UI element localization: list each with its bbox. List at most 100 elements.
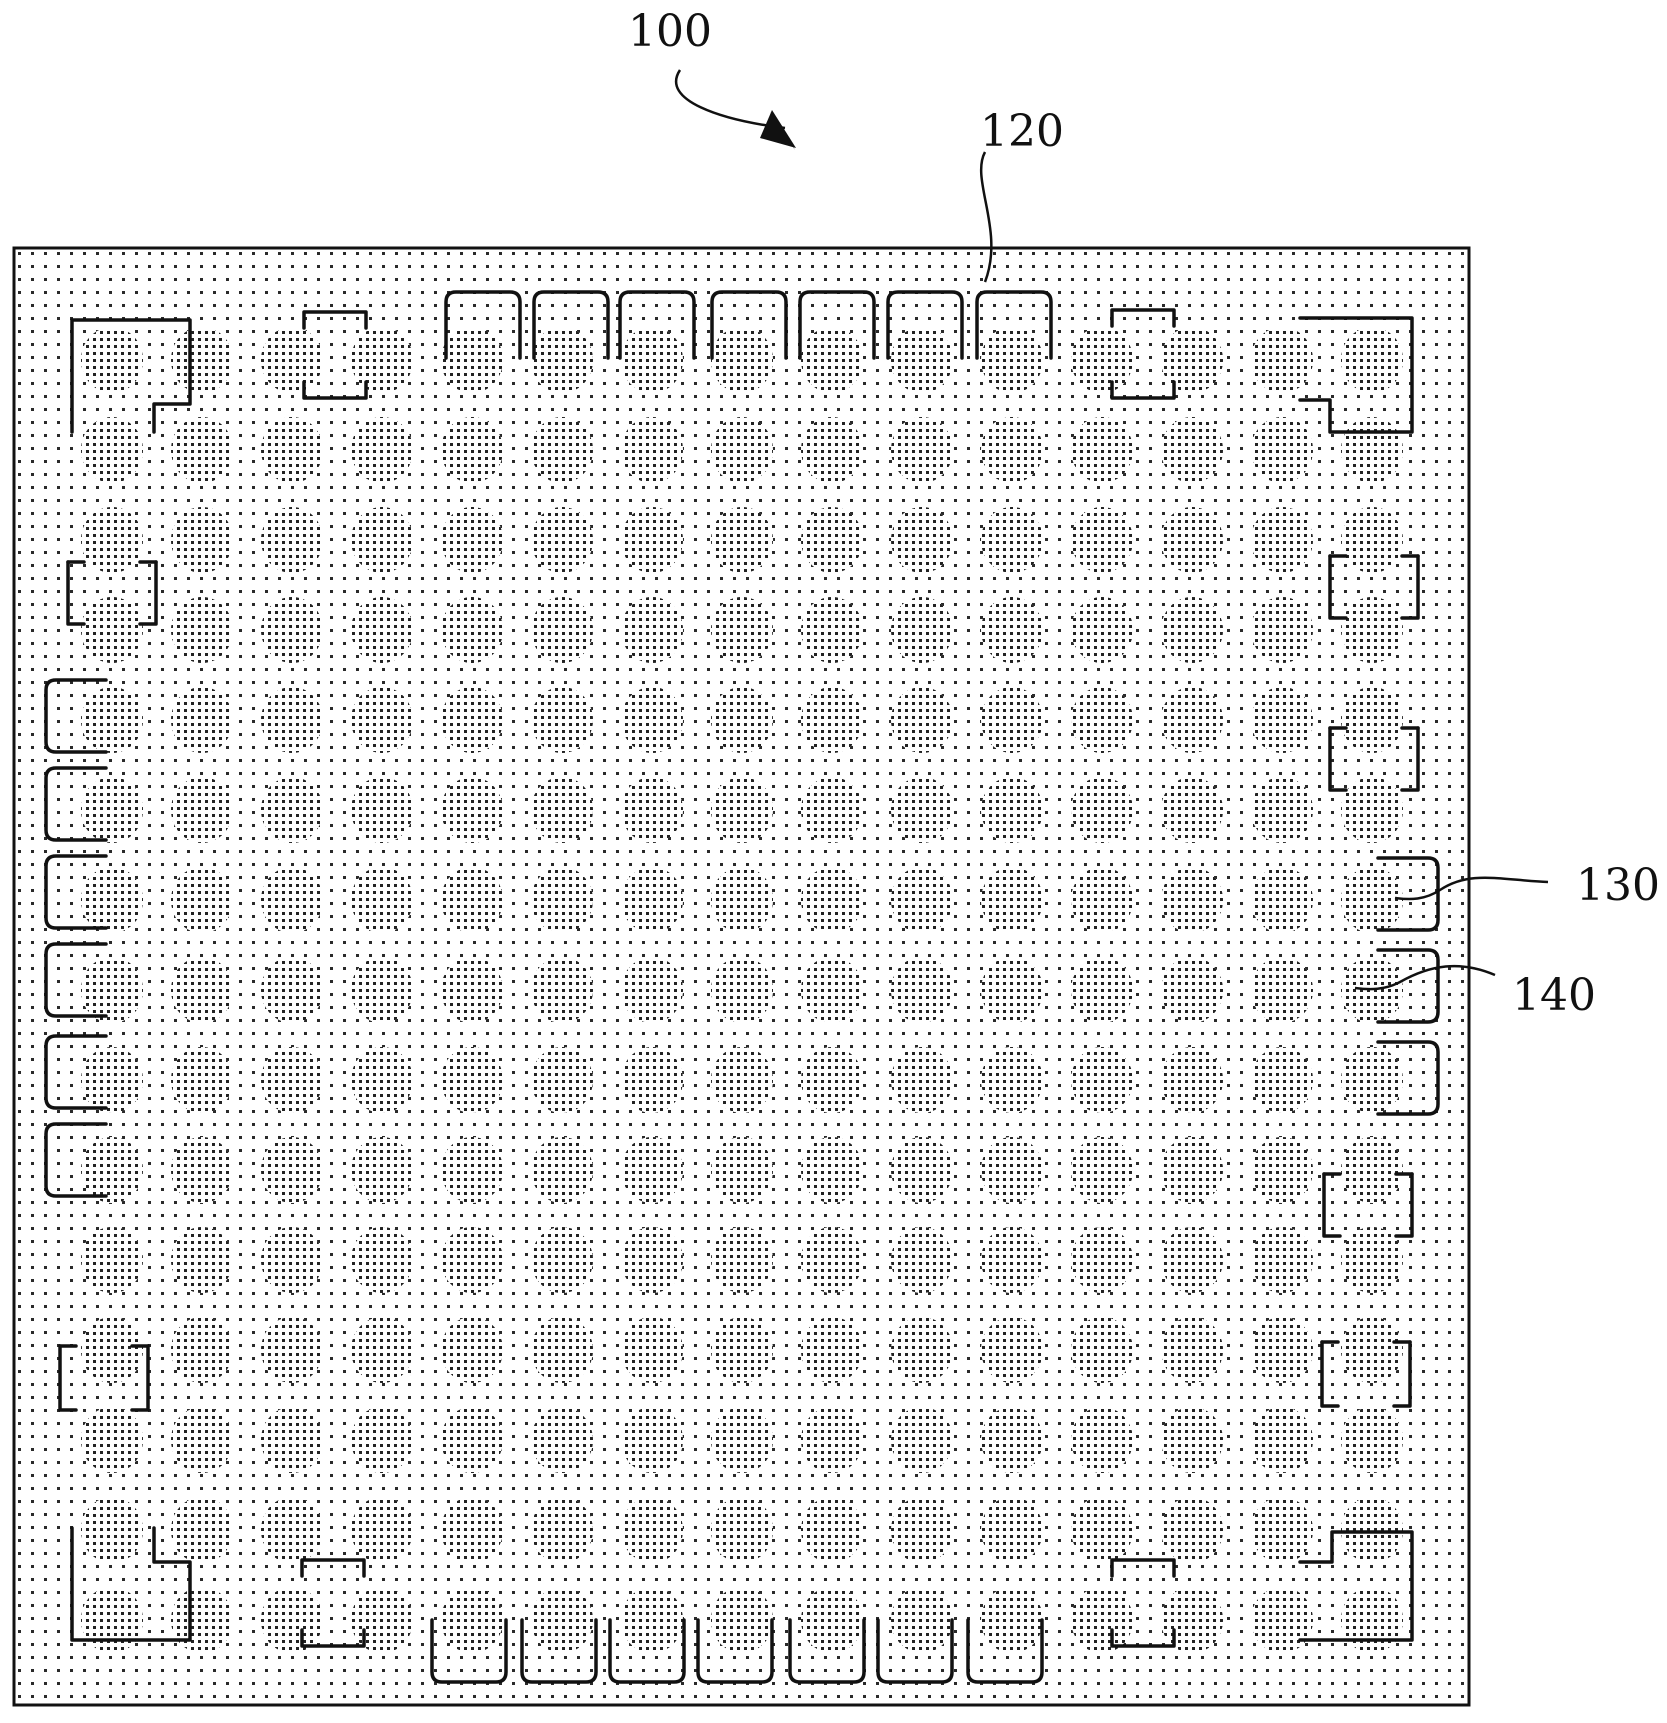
- solder-ball: [801, 777, 863, 843]
- solder-ball: [801, 1587, 863, 1653]
- solder-ball: [711, 417, 773, 483]
- solder-ball: [531, 1317, 593, 1383]
- solder-ball: [351, 777, 413, 843]
- solder-ball: [81, 597, 143, 663]
- label-100: 100: [628, 6, 712, 57]
- solder-ball: [1071, 597, 1133, 663]
- bottom-pad-outline: [696, 1618, 774, 1684]
- solder-ball: [711, 1587, 773, 1653]
- solder-ball: [1071, 687, 1133, 753]
- solder-ball: [1071, 1317, 1133, 1383]
- leader-line-140: [1354, 964, 1496, 991]
- ball-holder-right: [1400, 726, 1420, 792]
- solder-ball: [801, 597, 863, 663]
- solder-ball: [261, 687, 323, 753]
- solder-ball: [981, 1317, 1043, 1383]
- corner-bracket-bottom-right: [1298, 1530, 1414, 1642]
- solder-ball: [891, 1137, 953, 1203]
- solder-ball: [351, 1227, 413, 1293]
- ball-holder-bottom: [1110, 1628, 1176, 1648]
- ball-holder-right: [1392, 1340, 1412, 1408]
- solder-ball: [801, 417, 863, 483]
- solder-ball: [711, 777, 773, 843]
- solder-ball: [981, 1407, 1043, 1473]
- solder-ball: [441, 957, 503, 1023]
- solder-ball: [1341, 1047, 1403, 1113]
- solder-ball: [1161, 1047, 1223, 1113]
- solder-ball: [981, 597, 1043, 663]
- solder-ball: [81, 1317, 143, 1383]
- solder-ball: [1161, 1227, 1223, 1293]
- solder-ball: [1251, 1497, 1313, 1563]
- solder-ball: [711, 1407, 773, 1473]
- solder-ball: [981, 1497, 1043, 1563]
- solder-ball: [1251, 687, 1313, 753]
- ball-holder-bottom: [300, 1558, 366, 1578]
- solder-ball: [621, 1047, 683, 1113]
- solder-ball: [171, 1047, 233, 1113]
- solder-ball: [1071, 417, 1133, 483]
- solder-ball: [891, 867, 953, 933]
- solder-ball: [441, 1317, 503, 1383]
- solder-ball: [1251, 327, 1313, 393]
- solder-ball: [351, 1137, 413, 1203]
- top-pad-outline: [975, 290, 1053, 360]
- solder-ball: [171, 597, 233, 663]
- solder-ball: [81, 777, 143, 843]
- ball-holder-left: [138, 560, 158, 626]
- top-pad-outline: [444, 290, 522, 360]
- solder-ball: [801, 1047, 863, 1113]
- solder-ball: [981, 687, 1043, 753]
- solder-ball: [81, 1497, 143, 1563]
- solder-ball: [441, 777, 503, 843]
- solder-ball: [441, 507, 503, 573]
- solder-ball: [441, 1587, 503, 1653]
- solder-ball: [981, 777, 1043, 843]
- bottom-pad-outline: [608, 1618, 686, 1684]
- solder-ball: [891, 1497, 953, 1563]
- solder-ball: [441, 1407, 503, 1473]
- solder-ball: [1251, 1227, 1313, 1293]
- solder-ball: [621, 1587, 683, 1653]
- solder-ball: [441, 1137, 503, 1203]
- solder-ball: [531, 1497, 593, 1563]
- solder-ball: [1161, 957, 1223, 1023]
- solder-ball: [261, 1497, 323, 1563]
- solder-ball: [981, 867, 1043, 933]
- solder-ball: [441, 597, 503, 663]
- left-pad-outline: [44, 678, 108, 754]
- top-pad-outline: [798, 290, 876, 360]
- solder-ball: [981, 507, 1043, 573]
- solder-ball: [621, 1407, 683, 1473]
- solder-ball: [261, 1587, 323, 1653]
- solder-ball: [711, 1227, 773, 1293]
- solder-ball: [81, 1047, 143, 1113]
- solder-ball: [1251, 1317, 1313, 1383]
- solder-ball: [1341, 1587, 1403, 1653]
- solder-ball: [1161, 507, 1223, 573]
- solder-ball: [81, 867, 143, 933]
- solder-ball: [621, 777, 683, 843]
- solder-ball: [351, 1407, 413, 1473]
- ball-holder-left: [66, 560, 86, 626]
- solder-ball: [711, 867, 773, 933]
- solder-ball: [801, 507, 863, 573]
- solder-ball: [1341, 1317, 1403, 1383]
- solder-ball: [801, 1497, 863, 1563]
- solder-ball: [711, 327, 773, 393]
- solder-ball: [711, 597, 773, 663]
- solder-ball: [1341, 687, 1403, 753]
- solder-ball: [1071, 1497, 1133, 1563]
- solder-ball: [261, 417, 323, 483]
- solder-ball: [891, 1047, 953, 1113]
- solder-ball: [171, 507, 233, 573]
- solder-ball: [711, 1137, 773, 1203]
- solder-ball: [801, 867, 863, 933]
- solder-ball: [1071, 777, 1133, 843]
- solder-ball: [351, 1497, 413, 1563]
- solder-ball: [1251, 957, 1313, 1023]
- right-pad-outline: [1376, 856, 1440, 932]
- solder-ball: [1251, 867, 1313, 933]
- solder-ball: [1161, 1587, 1223, 1653]
- solder-ball: [171, 1227, 233, 1293]
